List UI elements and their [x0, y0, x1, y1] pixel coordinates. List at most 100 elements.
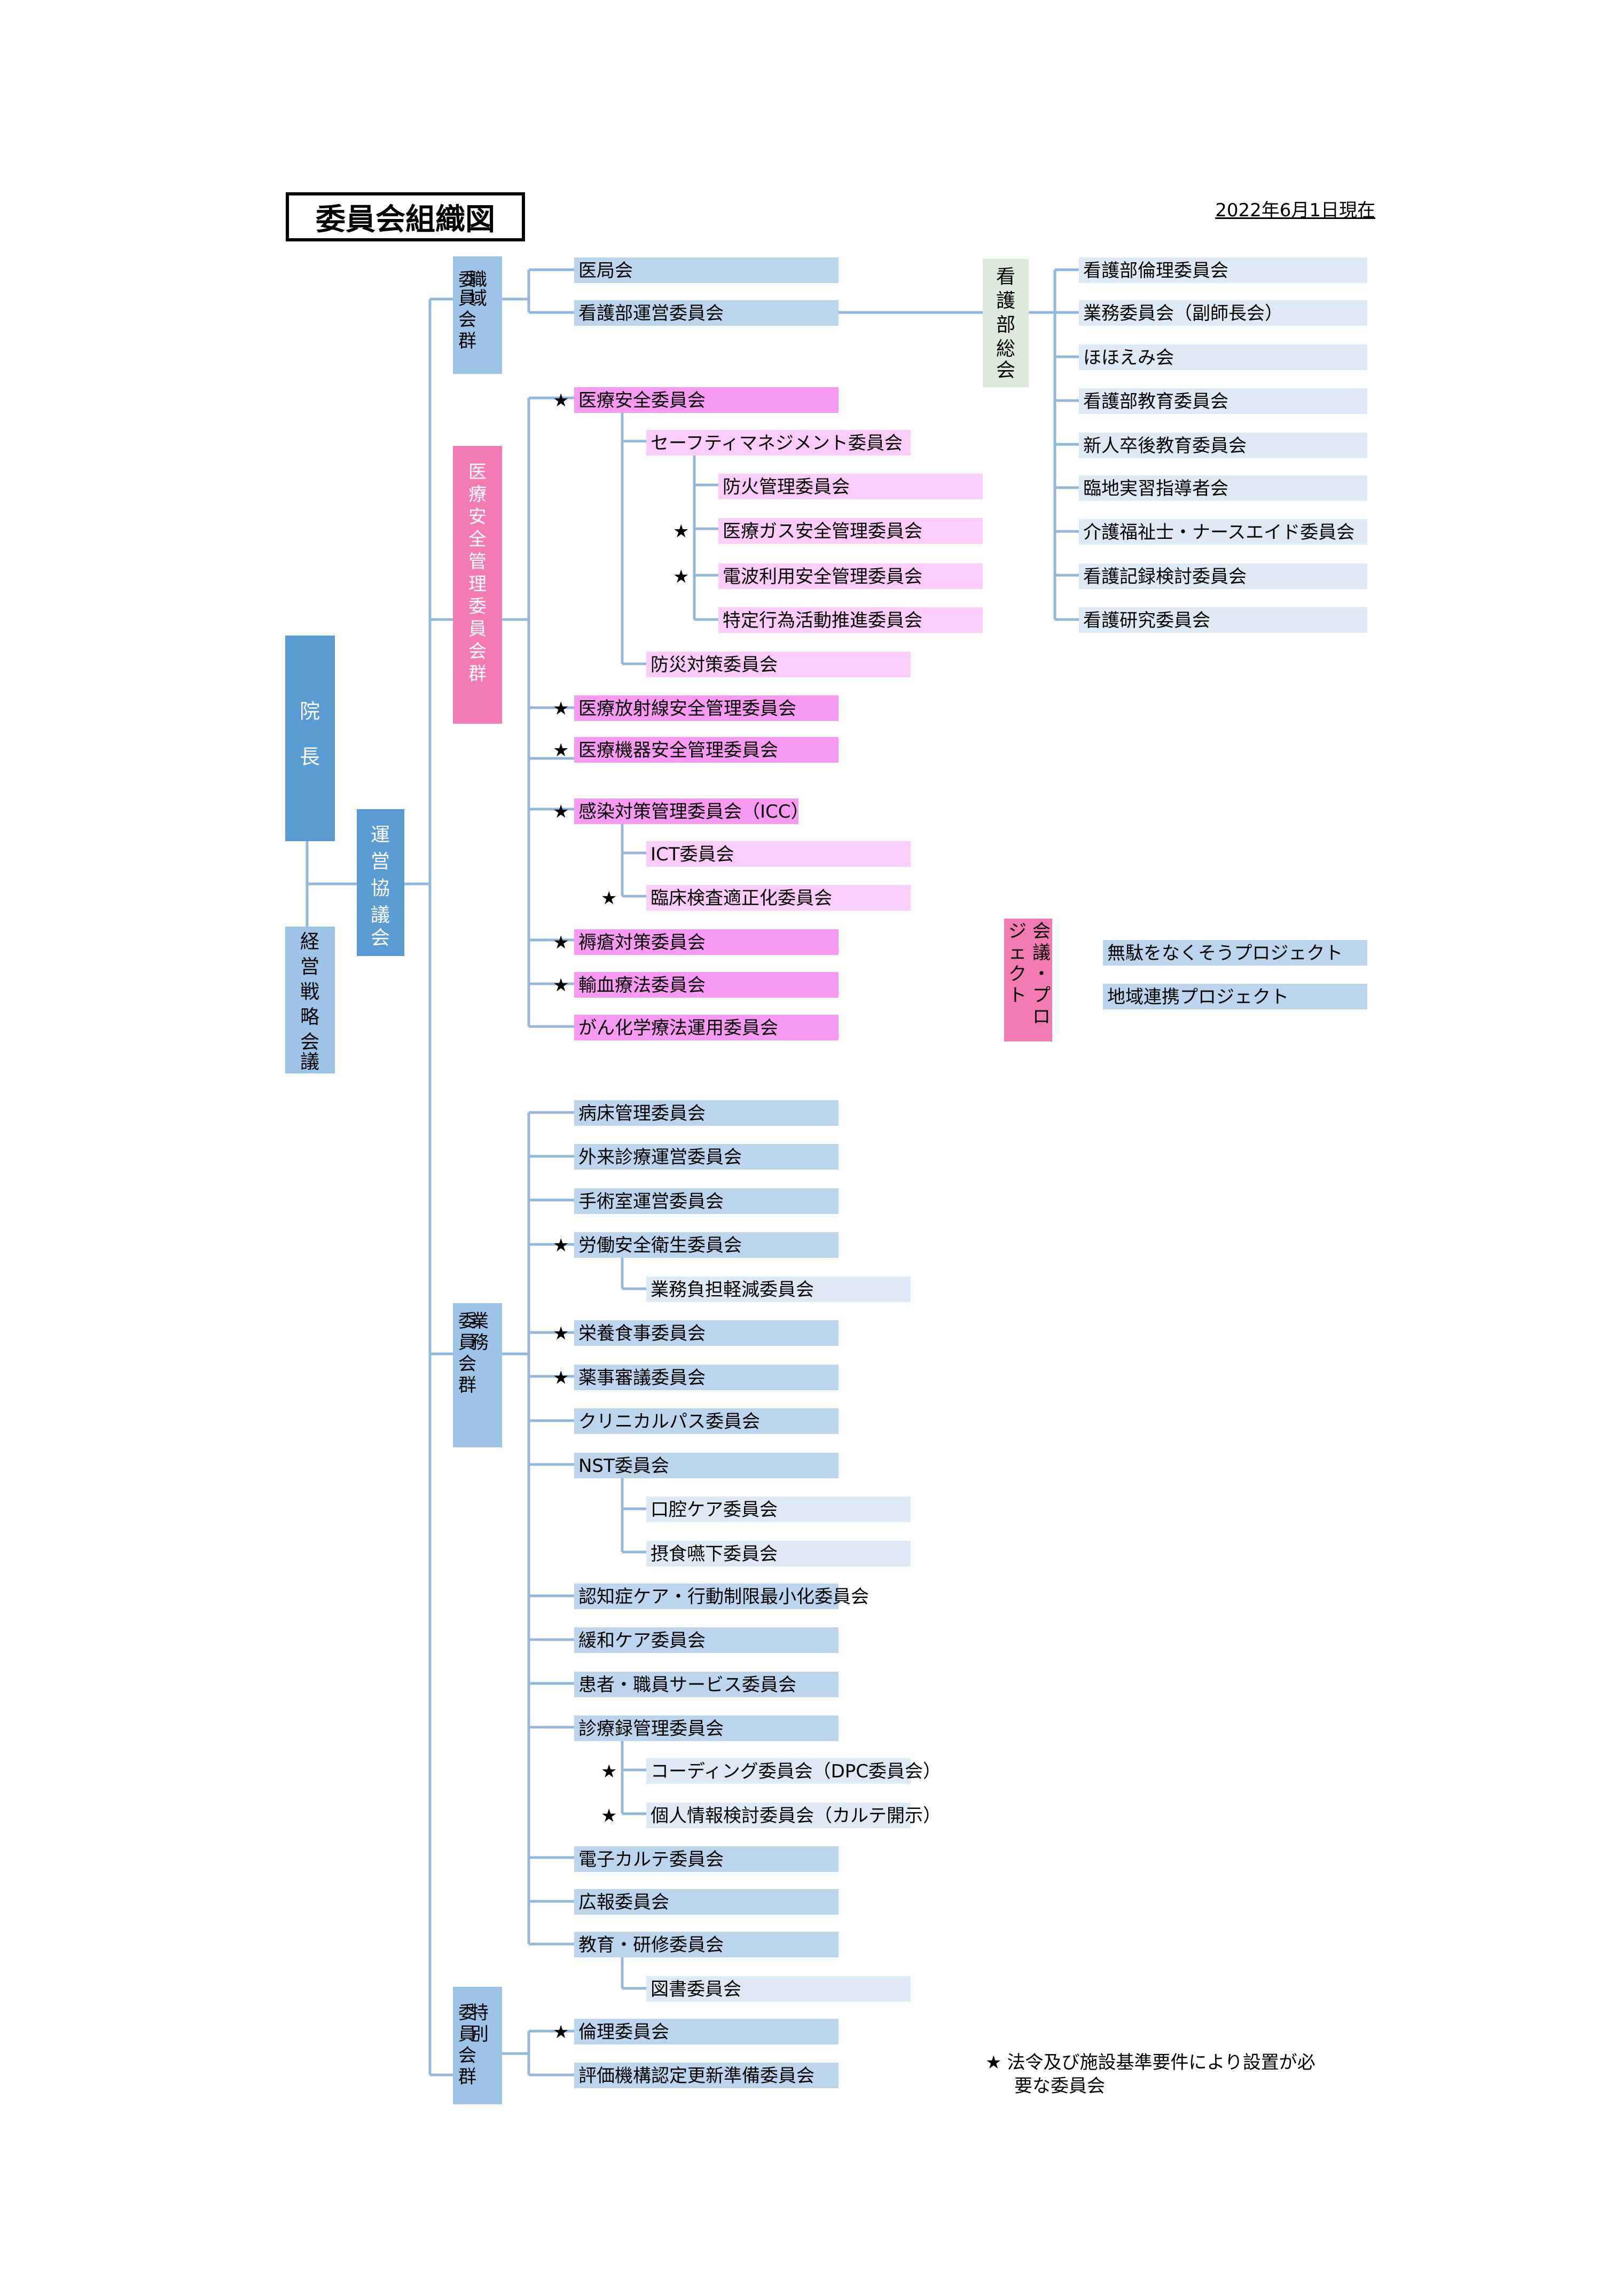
project-regional-cooperation: 地域連携プロジェクト — [1103, 984, 1367, 1009]
committee-nutrition-label: 栄養食事委員会 — [578, 1323, 706, 1344]
nursing-education-label: 看護部教育委員会 — [1083, 391, 1228, 412]
business-group-bg — [453, 1303, 502, 1447]
committee-coding-dpc: コーディング委員会（DPC委員会） — [646, 1758, 941, 1784]
committee-workload-reduction-bg — [646, 1276, 911, 1302]
nursing-business-label: 業務委員会（副師長会） — [1083, 303, 1283, 324]
committee-operating-room-bg — [574, 1188, 839, 1214]
committee-specific-acts-bg — [718, 607, 983, 633]
committee-lab-test-label: 臨床検査適正化委員会 — [651, 888, 832, 909]
committee-medical-office: 医局会 — [574, 257, 839, 283]
committee-radio-wave-bg — [718, 563, 983, 589]
nursing-education-bg — [1079, 388, 1367, 414]
committee-medical-records-bg — [574, 1715, 839, 1741]
director-box-label: 院長 — [300, 700, 320, 769]
committee-coding-dpc-bg — [646, 1758, 911, 1784]
star-icon: ★ — [601, 888, 617, 909]
star-icon: ★ — [553, 975, 569, 996]
special-group-label: 特別委員会群 — [458, 2002, 489, 2088]
committee-bed-management-label: 病床管理委員会 — [578, 1103, 706, 1124]
committee-transfusion: 輸血療法委員会 — [574, 972, 839, 998]
committee-dementia-care-bg — [574, 1584, 839, 1609]
committee-dysphagia-bg — [646, 1541, 911, 1566]
nursing-group: 看護部総会 — [983, 259, 1029, 387]
committee-equipment-safety: 医療機器安全管理委員会 — [574, 737, 839, 763]
committee-library-bg — [646, 1976, 911, 2002]
committee-nursing-operation-bg — [574, 300, 839, 326]
committee-library-label: 図書委員会 — [651, 1979, 741, 2000]
committee-public-relations-label: 広報委員会 — [578, 1892, 669, 1913]
committee-chemotherapy-label: がん化学療法運用委員会 — [578, 1017, 778, 1039]
occupational-group-label: 職域委員会群 — [458, 269, 487, 352]
legend-note: ★法令及び施設基準要件により設置が必 要な委員会 — [985, 2051, 1359, 2098]
committee-pharmacy-label: 薬事審議委員会 — [578, 1367, 706, 1389]
committee-clinical-path: クリニカルパス委員会 — [574, 1408, 839, 1434]
nursing-new-graduate-bg — [1079, 433, 1367, 458]
star-icon: ★ — [553, 801, 569, 822]
nursing-business: 業務委員会（副師長会） — [1079, 300, 1367, 326]
committee-outpatient-label: 外来診療運営委員会 — [578, 1147, 742, 1168]
nursing-education: 看護部教育委員会 — [1079, 388, 1367, 414]
committee-accreditation-bg — [574, 2063, 839, 2088]
director-box-bg — [285, 636, 335, 841]
strategy-box-bg — [285, 927, 335, 1073]
committee-disaster-prevention-bg — [646, 652, 911, 677]
safety-group-bg — [453, 446, 502, 724]
committee-operating-room-label: 手術室運営委員会 — [578, 1191, 724, 1212]
committee-electronic-records-label: 電子カルテ委員会 — [578, 1849, 724, 1870]
star-icon: ★ — [553, 740, 569, 761]
committee-medical-gas-bg — [718, 518, 983, 544]
committee-radiation-safety-label: 医療放射線安全管理委員会 — [578, 698, 796, 719]
project-waste-reduction: 無駄をなくそうプロジェクト — [1103, 940, 1367, 966]
nursing-records-bg — [1079, 563, 1367, 589]
nursing-group-label: 看護部総会 — [996, 266, 1015, 381]
safety-group: 医療安全管理委員会群 — [453, 446, 502, 724]
committee-occupational-health: 労働安全衛生委員会 — [574, 1232, 839, 1258]
nursing-records: 看護記録検討委員会 — [1079, 563, 1367, 589]
business-group: 業務委員会群 — [453, 1303, 502, 1447]
chart-boxes: 院長経営戦略会議運営協議会職域委員会群医療安全管理委員会群業務委員会群特別委員会… — [285, 256, 1367, 2104]
committee-bed-management: 病床管理委員会 — [574, 1100, 839, 1126]
nursing-ethics-bg — [1079, 257, 1367, 283]
committee-medical-office-label: 医局会 — [578, 260, 633, 281]
nursing-research-bg — [1079, 607, 1367, 633]
committee-disaster-prevention: 防災対策委員会 — [646, 652, 911, 677]
committee-pressure-ulcer: 褥瘡対策委員会 — [574, 929, 839, 955]
committee-oral-care-bg — [646, 1496, 911, 1522]
project-regional-cooperation-bg — [1103, 984, 1367, 1009]
nursing-hohoemi-bg — [1079, 344, 1367, 370]
committee-ethics-label: 倫理委員会 — [578, 2021, 669, 2043]
committee-radio-wave-label: 電波利用安全管理委員会 — [723, 566, 922, 587]
committee-accreditation-label: 評価機構認定更新準備委員会 — [578, 2065, 815, 2087]
committee-bed-management-bg — [574, 1100, 839, 1126]
committee-nursing-operation: 看護部運営委員会 — [574, 300, 839, 326]
nursing-care-worker-label: 介護福祉士・ナースエイド委員会 — [1083, 522, 1354, 543]
committee-lab-test-bg — [646, 885, 911, 911]
committee-personal-info-bg — [646, 1803, 911, 1828]
committee-accreditation: 評価機構認定更新準備委員会 — [574, 2063, 839, 2088]
star-icon: ★ — [673, 521, 689, 542]
committee-nst-label: NST委員会 — [578, 1455, 669, 1477]
committee-patient-service: 患者・職員サービス委員会 — [574, 1672, 839, 1697]
committee-nursing-operation-label: 看護部運営委員会 — [578, 303, 724, 324]
committee-personal-info-label: 個人情報検討委員会（カルテ開示） — [651, 1805, 941, 1827]
committee-ethics-bg — [574, 2019, 839, 2044]
legend-line-2: 要な委員会 — [1014, 2075, 1105, 2097]
committee-medical-records-label: 診療録管理委員会 — [578, 1718, 724, 1739]
nursing-ethics-label: 看護部倫理委員会 — [1083, 260, 1228, 281]
committee-radiation-safety-bg — [574, 695, 839, 721]
committee-safety-management-bg — [646, 430, 911, 456]
committee-occupational-health-bg — [574, 1232, 839, 1258]
committee-specific-acts: 特定行為活動推進委員会 — [718, 607, 983, 633]
committee-library: 図書委員会 — [646, 1976, 911, 2002]
committee-coding-dpc-label: コーディング委員会（DPC委員会） — [651, 1761, 941, 1782]
committee-ict-bg — [646, 841, 911, 867]
nursing-business-bg — [1079, 300, 1367, 326]
operations-box-label: 運営協議会 — [371, 824, 390, 949]
committee-ethics: 倫理委員会 — [574, 2019, 839, 2044]
committee-ict-label: ICT委員会 — [651, 844, 734, 865]
committee-infection-control-label: 感染対策管理委員会（ICC） — [578, 801, 809, 822]
committee-transfusion-bg — [574, 972, 839, 998]
committee-nutrition: 栄養食事委員会 — [574, 1320, 839, 1346]
operations-box-bg — [357, 809, 404, 956]
